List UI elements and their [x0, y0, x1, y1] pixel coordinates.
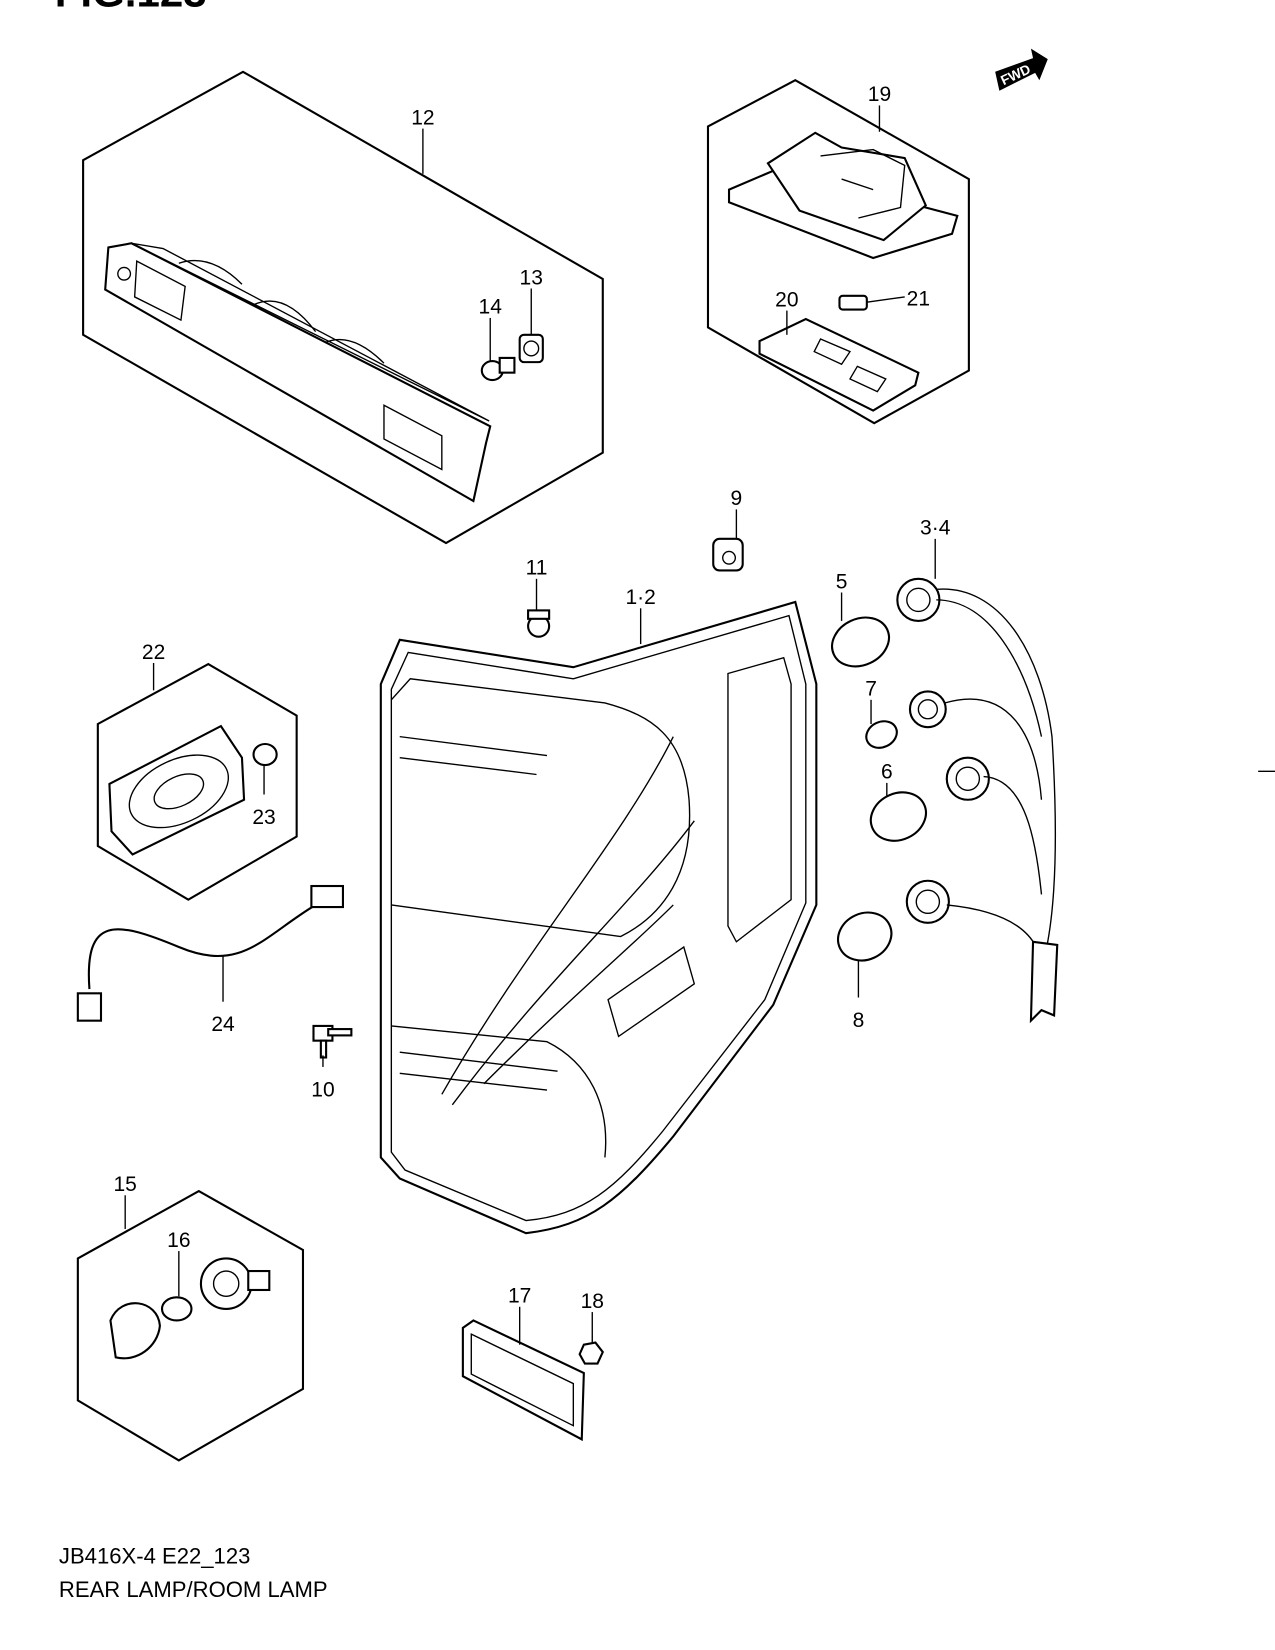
part-socket-13: [518, 333, 544, 364]
footer-code: JB416X-4 E22_123: [59, 1543, 250, 1568]
figure-title: FIG.123: [55, 0, 207, 16]
callout-20: 20: [775, 288, 798, 311]
part-bulb-7: [865, 720, 898, 749]
callout-21: 21: [907, 287, 930, 310]
part-license-lamp: [108, 724, 246, 856]
callout-5: 5: [836, 570, 848, 593]
callout-11: 11: [526, 557, 548, 580]
part-grommet-9: [712, 537, 744, 572]
callout-16: 16: [167, 1229, 190, 1252]
part-rear-combination-lamp: [379, 600, 818, 1235]
callout-18: 18: [581, 1290, 604, 1313]
part-nut-18: [578, 1341, 605, 1365]
callout-23: 23: [252, 806, 275, 829]
part-clip-11: [527, 609, 551, 638]
part-screw-10: [312, 1024, 353, 1059]
part-bulb-21: [838, 294, 868, 311]
callout-14: 14: [479, 296, 503, 319]
fwd-arrow-icon: FWD: [995, 48, 1048, 91]
part-high-mount-stop-lamp: [104, 242, 492, 503]
callout-8: 8: [853, 1009, 865, 1032]
callout-3-4: 3·4: [920, 517, 951, 540]
callout-7: 7: [865, 678, 877, 701]
callout-9: 9: [731, 487, 743, 510]
part-bulb-5: [831, 616, 891, 668]
fwd-label: FWD: [998, 61, 1033, 88]
group-box-22: [96, 662, 298, 901]
callout-13: 13: [520, 266, 543, 289]
part-bulb-14: [480, 356, 516, 382]
part-socket-harness-3-4: [896, 577, 1059, 1024]
part-bulb-8: [837, 911, 893, 962]
part-bulb-6: [869, 791, 927, 842]
leader-lines: [124, 105, 936, 1345]
callout-1-2: 1·2: [625, 586, 655, 609]
part-room-lamp-lens: [758, 317, 920, 412]
group-box-15: [76, 1189, 305, 1462]
part-harness-24: [76, 884, 344, 1022]
callout-15: 15: [113, 1173, 136, 1196]
part-bulb-23: [252, 742, 278, 767]
group-box-19: [706, 78, 970, 425]
callout-6: 6: [881, 761, 893, 784]
callout-12: 12: [411, 106, 434, 129]
part-side-lamp-15: [109, 1257, 271, 1360]
callout-10: 10: [311, 1078, 334, 1101]
callout-22: 22: [142, 641, 165, 664]
callout-24: 24: [211, 1013, 235, 1036]
footer-name: REAR LAMP/ROOM LAMP: [59, 1577, 328, 1602]
part-reflector-17: [461, 1319, 585, 1442]
group-box-12: [82, 70, 604, 545]
callout-17: 17: [508, 1285, 531, 1308]
part-room-lamp: [727, 131, 959, 260]
callout-19: 19: [868, 83, 891, 106]
